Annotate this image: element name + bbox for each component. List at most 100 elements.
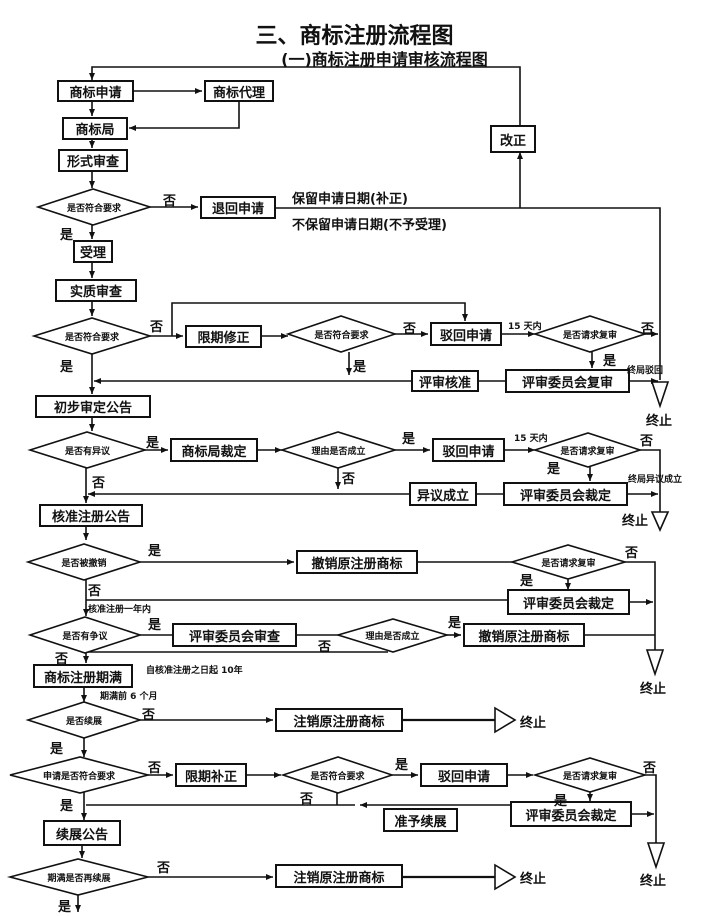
- node-board-exam: 评审委员会审查: [172, 623, 297, 647]
- node-reject-2: 驳回申请: [432, 438, 505, 462]
- label-no: 否: [150, 320, 164, 335]
- decision-reason-valid-2: 理由是否成立: [365, 631, 420, 642]
- decision-renew-again: 期满是否再续展: [47, 873, 111, 884]
- node-reject-3: 驳回申请: [420, 763, 508, 787]
- label-yes: 是: [603, 354, 617, 369]
- diamond-request-review-2: [532, 432, 643, 468]
- node-board-ruling-1: 评审委员会裁定: [503, 482, 628, 506]
- label-no: 否: [142, 708, 156, 723]
- node-cancel-mark-1: 注销原注册商标: [275, 708, 403, 732]
- diamond-has-objection: [27, 431, 148, 469]
- decision-disputed: 是否有争议: [62, 631, 108, 642]
- label-yes: 是: [60, 799, 74, 814]
- diamond-renew-again: [6, 858, 149, 896]
- diamond-meets-req-1: [35, 188, 153, 226]
- label-yes: 是: [60, 228, 74, 243]
- end-terminal-3: [645, 649, 665, 677]
- end-terminal-1: [650, 381, 670, 409]
- end-terminal-2: [650, 511, 670, 532]
- diamond-meets-req-2: [31, 317, 153, 355]
- node-revoke-mark-2: 撤销原注册商标: [463, 623, 585, 647]
- note-within-15-2: 15 天内: [514, 434, 548, 444]
- decision-has-objection: 是否有异议: [64, 446, 110, 457]
- node-prelim-announce: 初步审定公告: [35, 395, 151, 418]
- decision-meets-req-2: 是否符合要求: [64, 332, 119, 343]
- note-final-reject: 终局驳回: [627, 366, 664, 376]
- end-terminal-6: [494, 863, 517, 891]
- note-no-keep-date: 不保留申请日期(不予受理): [292, 218, 447, 233]
- node-objection-valid: 异议成立: [409, 482, 477, 506]
- label-yes: 是: [448, 616, 462, 631]
- node-board-ruling-2: 评审委员会裁定: [507, 589, 630, 615]
- node-correct: 改正: [490, 125, 536, 153]
- page-subtitle: (一)商标注册申请审核流程图: [281, 50, 488, 69]
- label-no: 否: [625, 546, 639, 561]
- node-board-ruling-3: 评审委员会裁定: [510, 801, 632, 827]
- label-no: 否: [157, 861, 171, 876]
- label-yes: 是: [148, 618, 162, 633]
- note-ten-years: 自核准注册之日起 10年: [146, 666, 243, 676]
- diamond-request-review-1: [532, 315, 648, 353]
- end-label: 终止: [646, 414, 673, 429]
- node-approved-announce: 核准注册公告: [39, 504, 143, 527]
- node-revoke-mark-1: 撤销原注册商标: [296, 550, 418, 574]
- decision-request-review-2: 是否请求复审: [560, 446, 615, 457]
- node-formal-review: 形式审查: [58, 149, 128, 172]
- node-renew-granted: 准予续展: [383, 808, 458, 832]
- label-no: 否: [342, 472, 356, 487]
- node-return-app: 退回申请: [200, 196, 276, 219]
- note-within-year: 核准注册一年内: [88, 605, 152, 615]
- decision-meets-req-1: 是否符合要求: [66, 203, 121, 214]
- node-cancel-mark-2: 注销原注册商标: [275, 864, 403, 888]
- diamond-renew: [25, 701, 143, 739]
- diamond-disputed: [27, 616, 143, 654]
- note-keep-date: 保留申请日期(补正): [292, 192, 408, 207]
- label-yes: 是: [148, 544, 162, 559]
- label-yes: 是: [402, 432, 416, 447]
- label-no: 否: [163, 194, 177, 209]
- node-accept: 受理: [73, 240, 113, 263]
- node-expiry: 商标注册期满: [33, 664, 133, 688]
- label-no: 否: [88, 584, 102, 599]
- label-yes: 是: [146, 436, 160, 451]
- end-label: 终止: [622, 514, 649, 529]
- diamond-meets-req-4: [280, 756, 395, 794]
- label-yes: 是: [60, 360, 74, 375]
- end-terminal-4: [494, 706, 517, 734]
- label-no: 否: [55, 652, 69, 667]
- label-no: 否: [318, 640, 332, 655]
- decision-revoked: 是否被撤销: [61, 558, 107, 569]
- label-yes: 是: [520, 574, 534, 589]
- decision-meets-req-3: 是否符合要求: [314, 330, 369, 341]
- label-yes: 是: [547, 462, 561, 477]
- note-within-15-1: 15 天内: [508, 322, 542, 332]
- diamond-meets-req-3: [285, 315, 398, 353]
- decision-request-review-4: 是否请求复审: [562, 771, 617, 782]
- diamond-request-review-3: [509, 544, 628, 580]
- page-title: 三、商标注册流程图: [255, 23, 454, 49]
- decision-reason-valid-1: 理由是否成立: [311, 446, 366, 457]
- node-deadline-supplement: 限期补正: [175, 763, 247, 787]
- decision-meets-req-4: 是否符合要求: [310, 771, 365, 782]
- decision-renew: 是否续展: [65, 716, 102, 727]
- end-label: 终止: [640, 682, 667, 697]
- diamond-app-meets-req: [9, 756, 152, 794]
- label-no: 否: [640, 434, 654, 449]
- label-no: 否: [643, 761, 657, 776]
- decision-request-review-1: 是否请求复审: [562, 330, 617, 341]
- label-no: 否: [92, 476, 106, 491]
- decision-request-review-3: 是否请求复审: [541, 558, 596, 569]
- node-deadline-fix: 限期修正: [185, 325, 262, 348]
- end-label: 终止: [520, 872, 547, 887]
- node-office: 商标局: [62, 117, 128, 140]
- note-final-objection: 终局异议成立: [628, 475, 683, 485]
- diamond-revoked: [25, 543, 143, 581]
- decision-app-meets-req: 申请是否符合要求: [42, 771, 115, 782]
- label-no: 否: [148, 761, 162, 776]
- node-board-review: 评审委员会复审: [505, 369, 630, 393]
- node-apply: 商标申请: [57, 80, 134, 102]
- diamond-request-review-4: [532, 757, 648, 793]
- node-renew-announce: 续展公告: [43, 820, 121, 846]
